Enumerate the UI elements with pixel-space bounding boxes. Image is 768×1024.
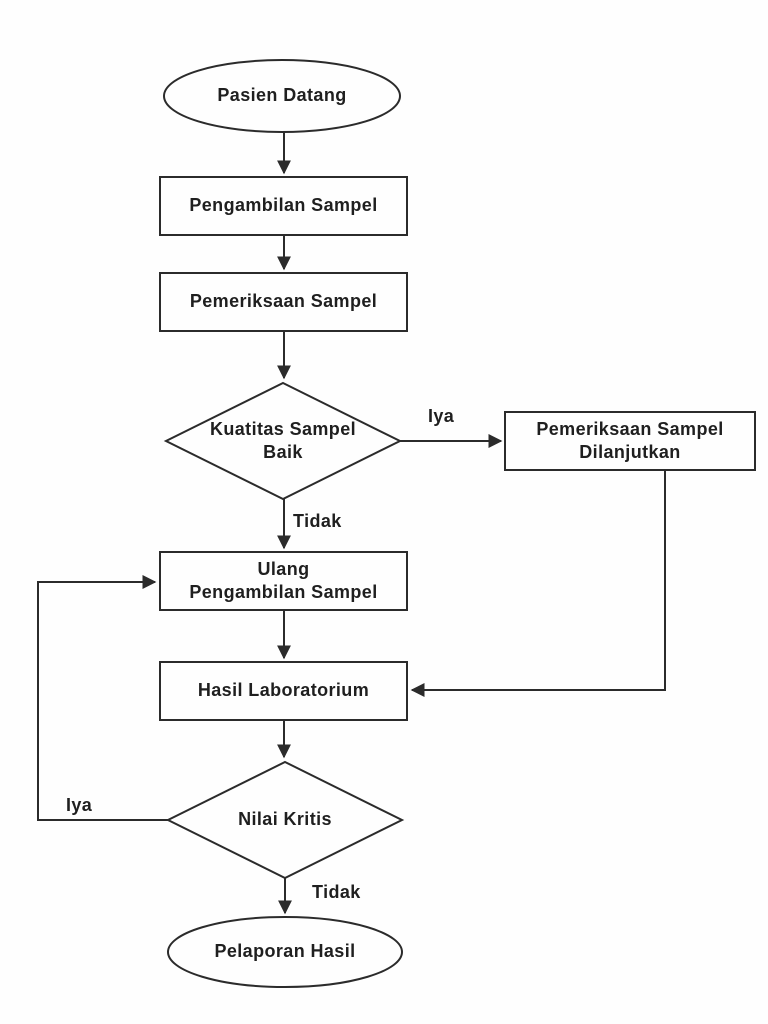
node-ulang-pengambilan (159, 551, 408, 611)
node-hasil-laboratorium (159, 661, 408, 721)
edge-dilanjutkan-to-hasil (410, 470, 666, 697)
node-pemeriksaan-sampel (159, 272, 408, 332)
node-pemeriksaan-dilanjutkan (504, 411, 756, 471)
node-pelaporan-hasil (167, 916, 403, 988)
edge-nilai-kritis-iya-loop (37, 575, 168, 821)
node-pengambilan-sampel (159, 176, 408, 236)
node-pasien-datang (163, 59, 401, 133)
node-kuatitas-sampel-baik (163, 381, 403, 501)
node-nilai-kritis (165, 760, 405, 880)
